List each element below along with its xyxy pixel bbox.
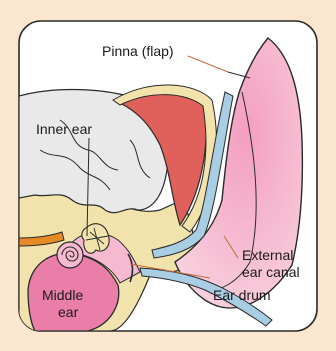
label-pinna: Pinna (flap)	[102, 43, 174, 59]
label-external-canal-2: ear canal	[242, 264, 300, 280]
cochlea-icon	[57, 242, 83, 268]
label-ear-drum: Ear drum	[213, 287, 271, 303]
label-middle-ear-2: ear	[58, 304, 79, 320]
label-middle-ear-1: Middle	[42, 287, 83, 303]
label-inner-ear: Inner ear	[36, 121, 92, 137]
label-external-canal-1: External	[242, 247, 293, 263]
